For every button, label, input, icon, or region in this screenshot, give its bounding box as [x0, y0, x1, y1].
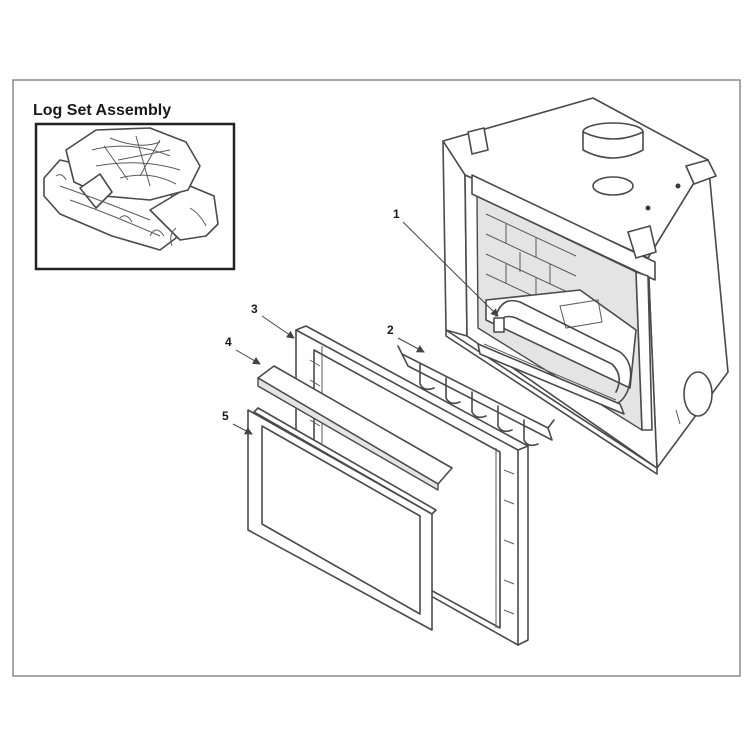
- log-grate: [397, 345, 555, 447]
- log-set-inset: [34, 122, 236, 271]
- svg-text:2: 2: [387, 323, 394, 337]
- firebox: [442, 97, 729, 475]
- inset-title: Log Set Assembly: [33, 102, 171, 119]
- svg-text:4: 4: [225, 335, 232, 349]
- callout-4: 4: [225, 335, 261, 365]
- callout-5: 5: [222, 409, 253, 435]
- callout-3: 3: [251, 302, 295, 339]
- log-set-illustration: [43, 127, 219, 251]
- callout-1: 1: [393, 207, 499, 317]
- callout-2: 2: [387, 323, 425, 353]
- svg-text:1: 1: [393, 207, 400, 221]
- svg-text:5: 5: [222, 409, 229, 423]
- svg-text:3: 3: [251, 302, 258, 316]
- trim-surround: [247, 407, 437, 631]
- hood: [257, 365, 453, 491]
